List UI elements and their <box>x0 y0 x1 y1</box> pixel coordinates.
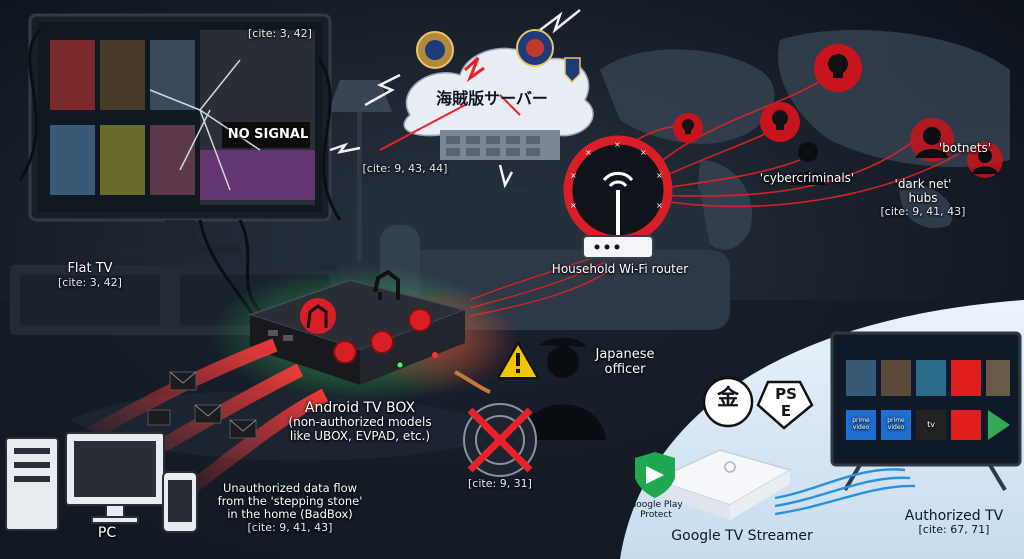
svg-text:×: × <box>640 148 647 157</box>
pse-mark-icon <box>756 380 814 430</box>
trojan-horse-icon <box>300 298 336 334</box>
red-arrow <box>379 104 466 151</box>
virus-icon <box>408 308 432 332</box>
rug <box>70 391 520 461</box>
tv-top-cite: [cite: 3, 42] <box>248 27 312 40</box>
wifi-icon <box>602 171 634 188</box>
app-tile <box>881 410 911 440</box>
botnets-label: 'botnets' <box>938 141 992 155</box>
virus-icon <box>333 340 357 364</box>
officer-label: Japanese officer <box>595 347 655 377</box>
prohibited-seal-icon <box>463 403 537 477</box>
skull-icon <box>814 44 862 92</box>
envelope-icon <box>169 371 197 391</box>
envelope-icon <box>229 419 257 439</box>
trojan-horse-icon <box>373 269 400 300</box>
authorized-tv-label: Authorized TV [cite: 67, 71] <box>904 508 1004 537</box>
android-tv-box <box>247 279 468 385</box>
authorized-data-flow <box>774 468 916 516</box>
router-label: Household Wi-Fi router <box>551 262 689 276</box>
data-flow-label: Unauthorized data flow from the 'steppin… <box>217 481 363 534</box>
envelope-icon <box>194 404 222 424</box>
svg-text:×: × <box>656 171 663 180</box>
google-tv-streamer <box>652 449 792 520</box>
app-tile-label: tv <box>927 420 935 429</box>
android-box-label: Android TV BOX (non-authorized models li… <box>288 400 432 443</box>
skull-icon <box>760 102 800 142</box>
pirate-server-cloud <box>403 47 594 160</box>
warning-icon <box>496 340 540 379</box>
no-signal-text: NO SIGNAL <box>227 127 309 142</box>
app-tile <box>916 410 946 440</box>
smartphone <box>162 471 198 533</box>
pc-monitor <box>65 432 165 524</box>
app-tile-label: prime video <box>852 417 870 431</box>
kin-mark-icon <box>702 376 754 428</box>
botnet-hacker-figure <box>967 142 1003 178</box>
seal-icon <box>516 29 554 67</box>
flat-tv-label: Flat TV [cite: 3, 42] <box>58 261 122 289</box>
cybercriminal-figure <box>790 142 826 185</box>
svg-text:×: × <box>614 140 621 149</box>
app-tile <box>846 410 876 440</box>
authorized-tv <box>830 331 1022 492</box>
cybercriminals-label: 'cybercriminals' <box>759 171 855 185</box>
svg-text:×: × <box>585 148 592 157</box>
pse-mark-text: PS E <box>775 385 797 421</box>
svg-text:×: × <box>656 201 663 210</box>
flat-tv <box>28 13 332 254</box>
envelope-icon <box>147 409 171 426</box>
frayed-wire <box>454 370 491 394</box>
app-tile-label: prime video <box>887 417 905 431</box>
officer-cite: [cite: 9, 31] <box>468 477 532 490</box>
seal-icon <box>416 31 454 69</box>
google-play-protect-label: Google Play Protect <box>629 500 683 521</box>
google-tv-label: Google TV Streamer <box>671 528 813 544</box>
dark-net-label: 'dark net' hubs [cite: 9, 41, 43] <box>880 177 966 218</box>
darknet-hacker-figure <box>910 118 954 162</box>
lamp <box>328 80 392 262</box>
seal-icon <box>564 57 581 84</box>
wifi-router: × × × × × × × <box>563 135 673 259</box>
pc-label: PC <box>97 525 117 541</box>
server-cite: [cite: 9, 43, 44] <box>362 162 448 175</box>
japanese-officer-figure <box>520 337 606 440</box>
svg-text:×: × <box>570 171 577 180</box>
svg-text:×: × <box>570 201 577 210</box>
pirate-server-label: 海賊版サーバー <box>436 89 548 108</box>
pc-tower <box>5 437 59 531</box>
shield-icon <box>635 452 675 498</box>
virus-icon <box>370 330 394 354</box>
screen-crack <box>149 59 261 191</box>
kin-mark-text: 金 <box>716 386 739 411</box>
lightning-bolts <box>329 9 581 189</box>
skull-icon <box>673 113 703 143</box>
